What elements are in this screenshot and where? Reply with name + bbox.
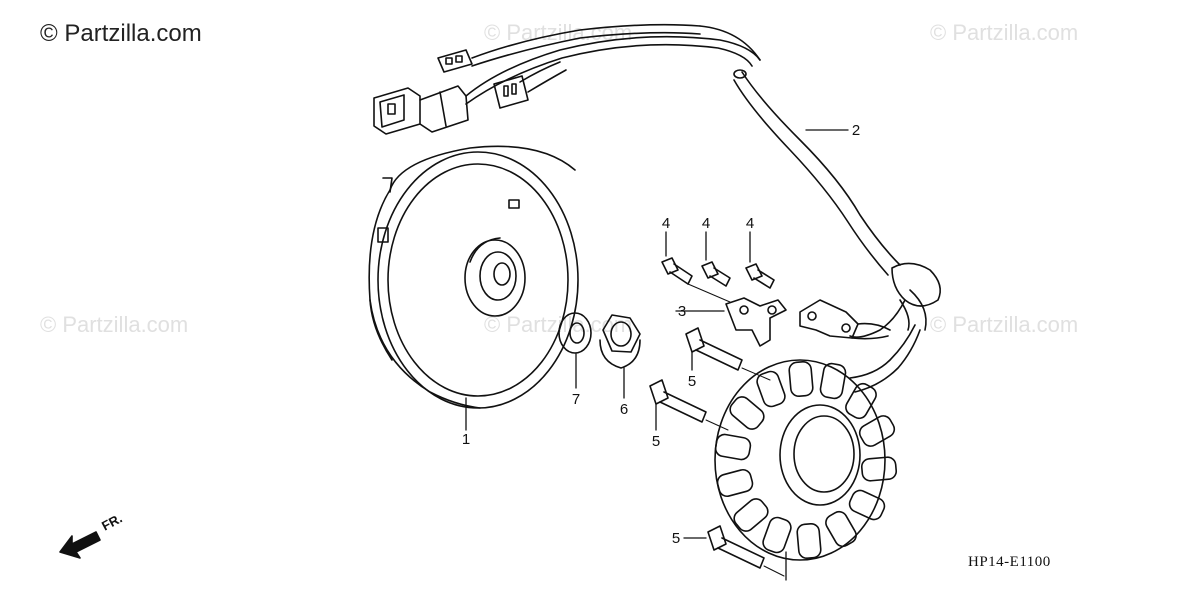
pulse-clamp — [675, 297, 891, 347]
callout-stator-bolt-a: 5 — [688, 373, 696, 390]
washer — [558, 312, 592, 389]
watermark: © Partzilla.com — [930, 20, 1079, 45]
flywheel — [368, 145, 579, 431]
flange-nut — [599, 314, 641, 399]
stator-bolt-b — [649, 379, 729, 431]
callout-stator-bolt-c: 5 — [672, 530, 680, 547]
stator — [714, 359, 898, 581]
diagram-code: HP14-E1100 — [968, 554, 1051, 570]
callout-bolt-c: 4 — [746, 215, 754, 232]
callout-wire-harness: 2 — [852, 122, 860, 139]
wire-harness — [373, 23, 941, 393]
watermark: © Partzilla.com — [930, 312, 1079, 337]
callout-stator-bolt-b: 5 — [652, 433, 660, 450]
brand-watermark: © Partzilla.com — [40, 20, 202, 47]
bolt-a — [661, 231, 693, 285]
bolt-c — [745, 231, 775, 289]
callout-pulse-clamp: 3 — [678, 303, 686, 320]
callout-bolt-a: 4 — [662, 215, 670, 232]
callout-flange-nut: 6 — [620, 401, 628, 418]
front-arrow — [59, 531, 101, 559]
stator-bolt-set — [649, 327, 785, 577]
stator-bolt-c — [683, 525, 785, 577]
watermark: © Partzilla.com — [40, 312, 189, 337]
callout-washer: 7 — [572, 391, 580, 408]
callout-flywheel: 1 — [462, 431, 470, 448]
bolt-4-set — [661, 231, 775, 303]
bolt-b — [701, 231, 731, 287]
front-arrow-label: FR. — [99, 510, 125, 533]
stator-bolt-a — [685, 327, 771, 381]
callout-bolt-b: 4 — [702, 215, 710, 232]
